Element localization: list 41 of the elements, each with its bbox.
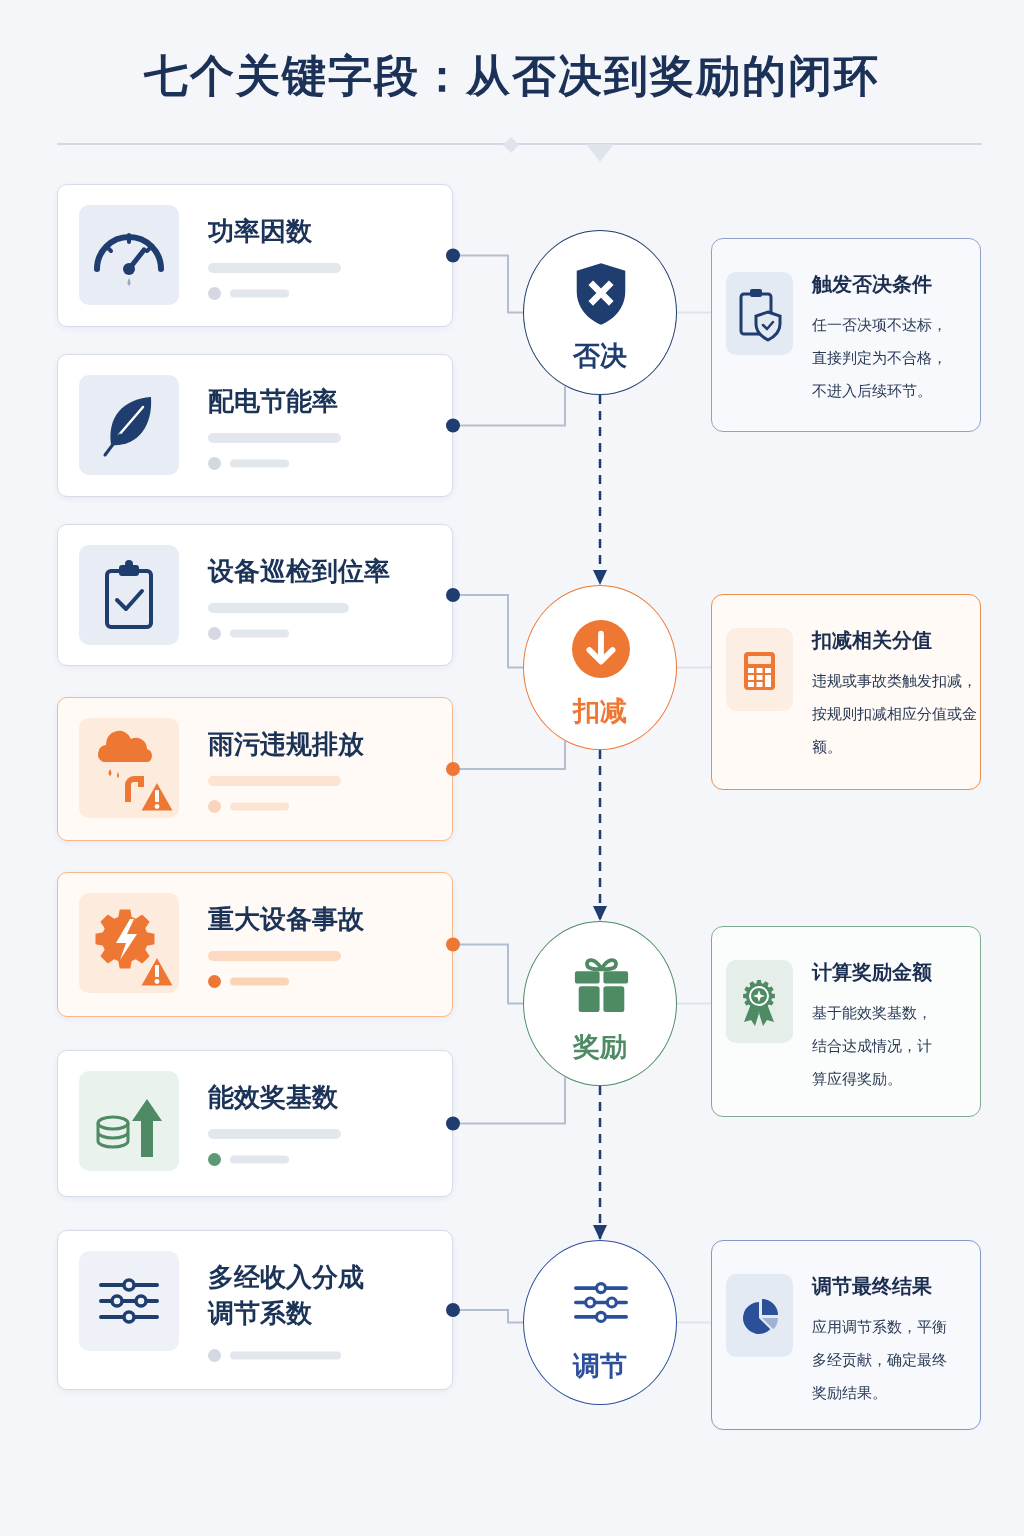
card-heading: 扣减相关分值 [812, 627, 932, 654]
card-title: 雨污违规排放 [208, 728, 365, 761]
connector-line [446, 588, 524, 669]
card-title: 能效奖基数 [208, 1081, 339, 1114]
card-description: 应用调节系数，平衡多经贡献，确定最终奖励结果。 [812, 1317, 948, 1404]
connector-line [446, 937, 524, 1005]
metric-card [57, 1050, 453, 1197]
metric-card [57, 697, 453, 841]
stage-label: 否决 [573, 339, 627, 373]
card-description: 基于能效奖基数，结合达成情况，计算应得奖励。 [812, 1003, 933, 1090]
metric-card [57, 524, 453, 666]
connector-line [446, 1076, 566, 1131]
card-title: 配电节能率 [208, 385, 339, 418]
card-title: 多经收入分成调节系数 [208, 1261, 365, 1330]
card-heading: 调节最终结果 [812, 1273, 932, 1300]
card-heading: 计算奖励金额 [812, 959, 932, 986]
dashed-arrow [593, 395, 607, 585]
info-card [711, 1240, 981, 1430]
metric-card [57, 184, 453, 327]
metric-card [57, 354, 453, 497]
stage-label: 调节 [573, 1349, 627, 1383]
dashed-arrow [593, 1086, 607, 1240]
diagram-title: 七个关键字段：从否决到奖励的闭环 [144, 49, 880, 103]
connector-line [446, 740, 566, 776]
connector-line [446, 1303, 524, 1324]
card-title: 设备巡检到位率 [208, 555, 391, 588]
connector-line [446, 248, 524, 314]
card-description: 违规或事故类触发扣减，按规则扣减相应分值或金额。 [812, 671, 977, 758]
dashed-arrow [593, 750, 607, 921]
stage-label: 奖励 [573, 1030, 627, 1064]
info-card [711, 594, 981, 790]
info-card [711, 926, 981, 1117]
metric-card [57, 1230, 453, 1390]
metric-card [57, 872, 453, 1017]
card-heading: 触发否决条件 [812, 271, 932, 298]
card-title: 功率因数 [208, 215, 313, 248]
connector-line [446, 385, 566, 433]
stage-label: 扣减 [573, 694, 627, 728]
card-title: 重大设备事故 [208, 903, 365, 936]
info-card [711, 238, 981, 432]
card-description: 任一否决项不达标，直接判定为不合格，不进入后续环节。 [812, 315, 948, 402]
